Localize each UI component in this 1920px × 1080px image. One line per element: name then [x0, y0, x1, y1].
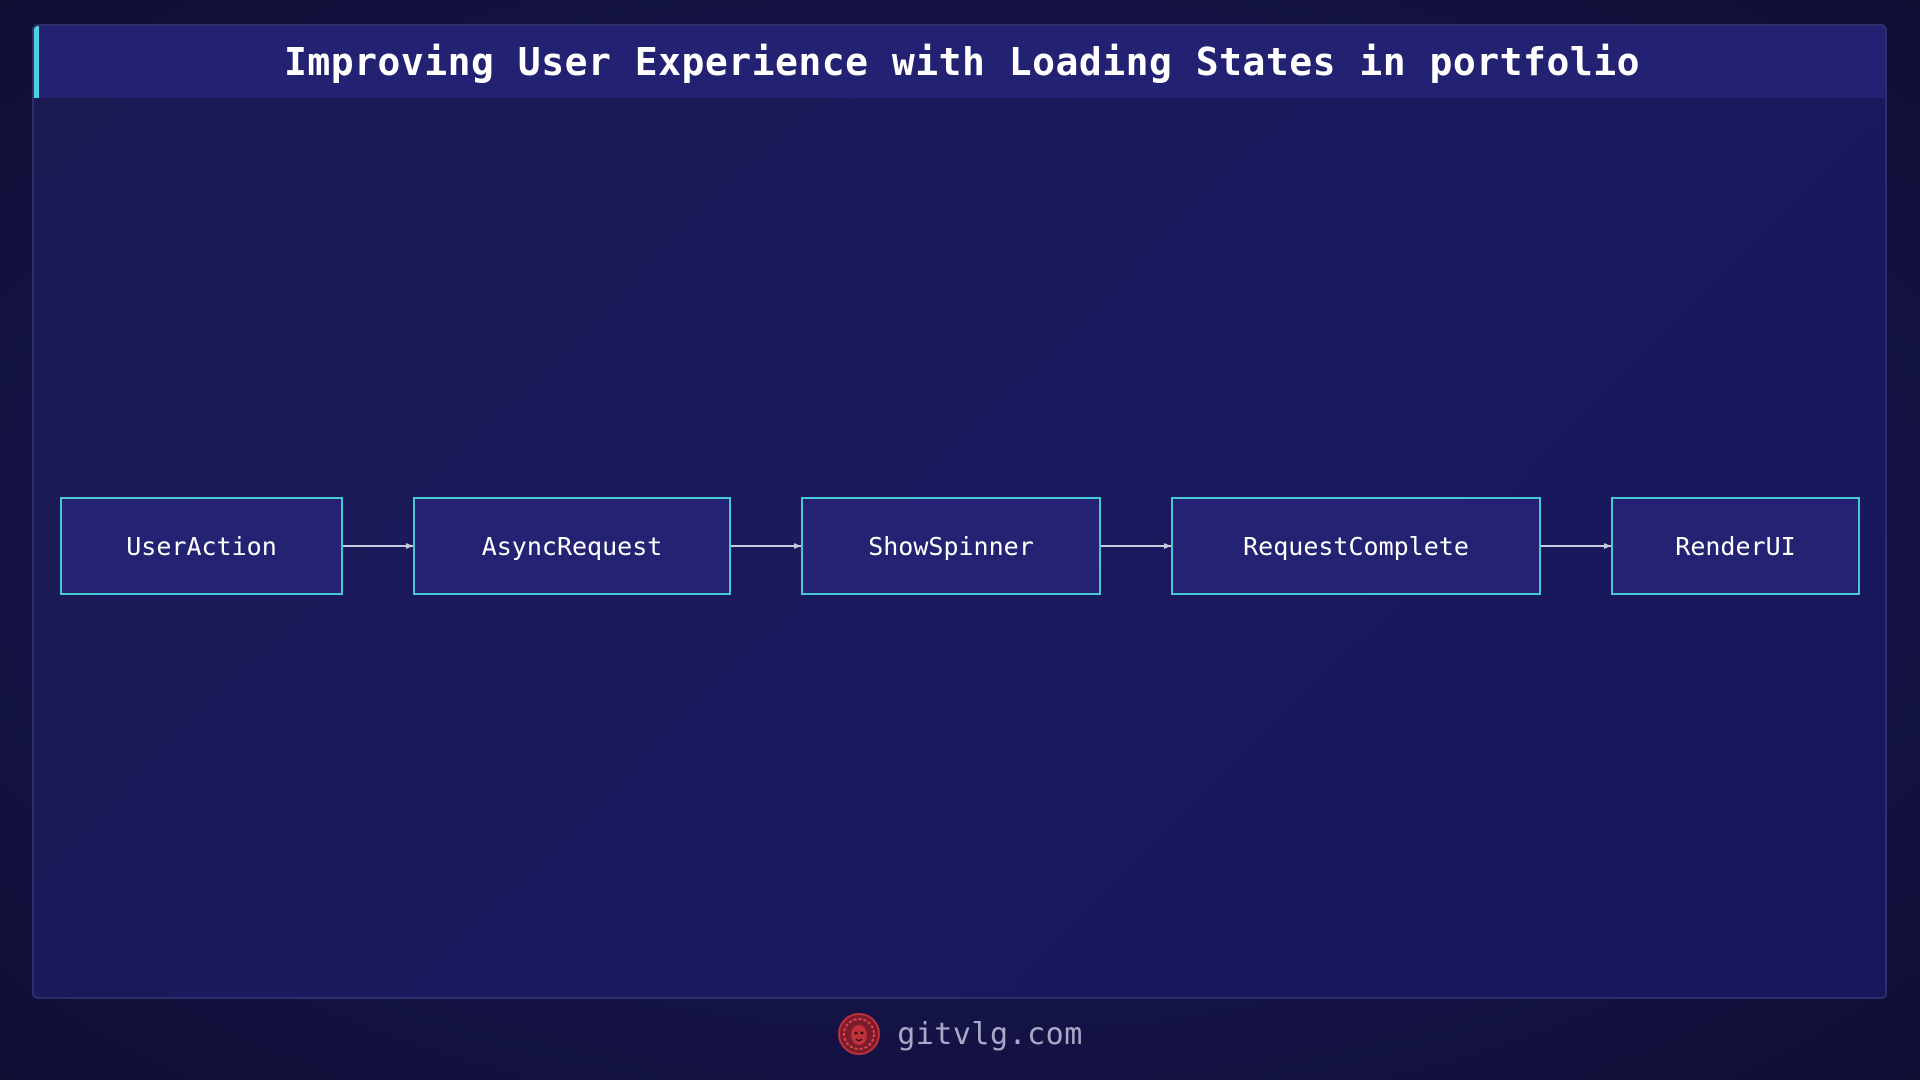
- node-showspinner-label: ShowSpinner: [868, 531, 1034, 561]
- lion-logo-icon: [838, 1013, 881, 1055]
- node-requestcomplete-label: RequestComplete: [1243, 531, 1469, 561]
- node-useraction[interactable]: UserAction: [60, 497, 343, 595]
- node-asyncrequest[interactable]: AsyncRequest: [413, 497, 731, 595]
- title-bar: Improving User Experience with Loading S…: [34, 26, 1885, 98]
- node-asyncrequest-label: AsyncRequest: [481, 531, 663, 561]
- node-requestcomplete[interactable]: RequestComplete: [1171, 497, 1541, 595]
- node-renderui[interactable]: RenderUI: [1611, 497, 1860, 595]
- page-title: Improving User Experience with Loading S…: [284, 40, 1640, 84]
- site-url[interactable]: gitvlg.com: [897, 1016, 1083, 1052]
- node-showspinner[interactable]: ShowSpinner: [801, 497, 1101, 595]
- footer: gitvlg.com: [0, 1008, 1920, 1060]
- node-useraction-label: UserAction: [126, 531, 277, 561]
- node-renderui-label: RenderUI: [1675, 531, 1796, 561]
